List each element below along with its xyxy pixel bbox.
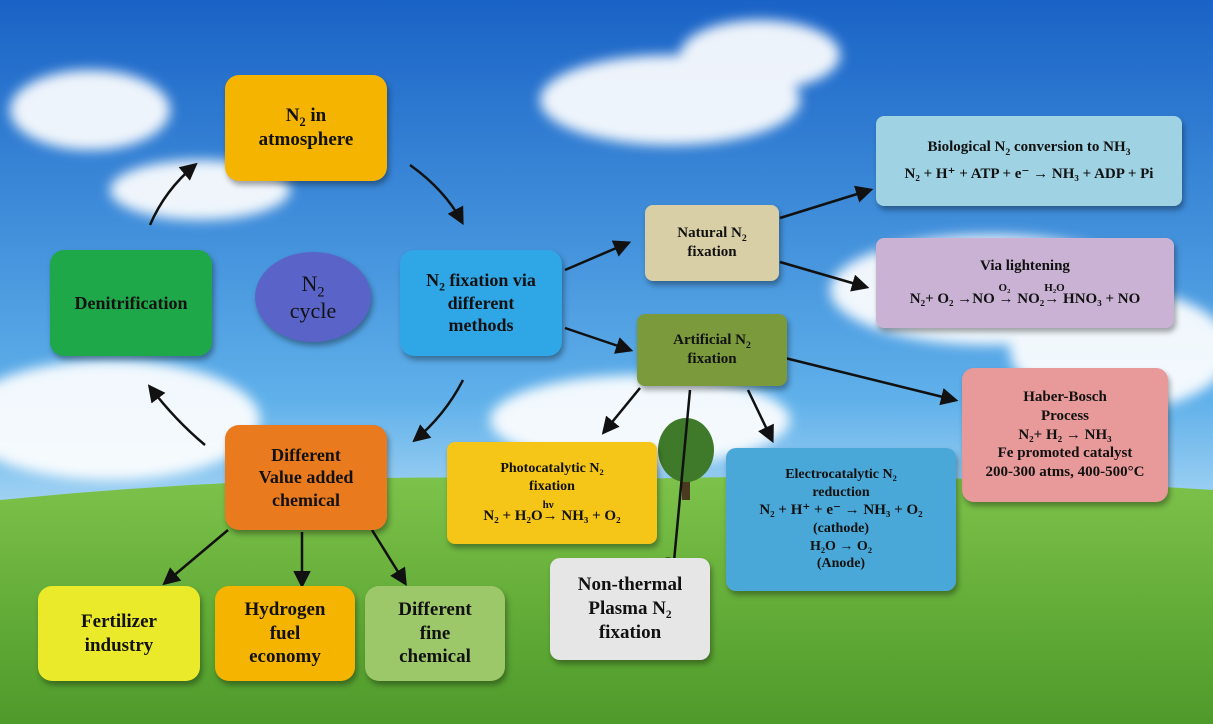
fix-sub: 2	[439, 280, 445, 294]
electro-l4: (cathode)	[813, 521, 869, 537]
natural-sub: 2	[741, 233, 747, 245]
bio-title-sub2: 3	[1125, 147, 1131, 159]
haber-l1: Haber-Bosch	[1023, 389, 1107, 406]
atm-sub: 2	[299, 115, 306, 130]
photo-l2: fixation	[529, 478, 575, 494]
electro-l5: H₂O → O₂	[809, 538, 873, 554]
artificial-sub: 2	[746, 340, 751, 352]
fine-l1: Different	[398, 598, 472, 620]
arrow-artificial-to-plasma	[665, 389, 692, 576]
cycle-sub: 2	[317, 283, 325, 300]
arrow-valueadded-to-denitrification	[147, 384, 206, 446]
light-eq-a: N₂+ O₂ →NO	[909, 291, 999, 307]
fine-chemical-box: Different fine chemical	[365, 586, 505, 681]
atm-in: in	[305, 105, 327, 127]
atm-n: N	[285, 105, 300, 127]
plasma-box: Non-thermal Plasma N₂ fixation	[550, 558, 710, 660]
artificial-fixation-box: Artificial N2 fixation	[637, 314, 787, 386]
photo-eq-b: → NH₃ + O₂	[542, 508, 621, 525]
fixation-methods-box: N2 fixation via different methods	[400, 250, 562, 356]
haber-l3: N₂+ H₂ → NH₃	[1018, 426, 1112, 443]
hydrogen-box: Hydrogen fuel economy	[215, 586, 355, 681]
bio-equation: N₂ + H⁺ + ATP + e⁻ → NH₃ + ADP + Pi	[904, 166, 1154, 182]
natural-fixation-word: fixation	[687, 244, 737, 260]
haber-l4: Fe promoted catalyst	[997, 445, 1133, 462]
n2-atmosphere-box: N2 in atmosphere	[225, 75, 387, 181]
arrow-valueadded-to-fine	[370, 529, 407, 586]
light-eq-c: → HNO₃ + NO	[1044, 291, 1141, 307]
fix-via: fixation via	[444, 270, 536, 291]
plasma-l3: fixation	[598, 621, 662, 643]
arrow-artificial-to-photo	[601, 387, 641, 435]
fertilizer-box: Fertilizer industry	[38, 586, 200, 681]
electro-l6: (Anode)	[816, 556, 866, 572]
electro-l2: reduction	[812, 484, 870, 500]
light-over-h2o: H₂O	[1044, 282, 1065, 294]
light-over-o2: O₂	[998, 282, 1011, 294]
arrow-fixation-to-valueadded	[412, 379, 465, 443]
n2-cycle-label: N2 cycle	[255, 252, 371, 342]
natural-fixation-box: Natural N2 fixation	[645, 205, 779, 281]
fine-l3: chemical	[399, 646, 471, 668]
bio-title-a: Biological N	[927, 139, 1006, 156]
arrow-natural-to-biological	[779, 185, 874, 220]
natural-n: Natural N	[677, 225, 742, 242]
artificial-n: Artificial N	[673, 332, 746, 349]
haber-l5: 200-300 atms, 400-500°C	[985, 464, 1145, 481]
fine-l2: fine	[419, 622, 451, 644]
photo-over-hv: hν	[542, 499, 554, 512]
arrow-artificial-to-haber	[784, 356, 959, 406]
atm-word: atmosphere	[258, 129, 354, 150]
hydrogen-l1: Hydrogen	[244, 598, 326, 620]
haber-bosch-box: Haber-Bosch Process N₂+ H₂ → NH₃ Fe prom…	[962, 368, 1168, 502]
denitrification-box: Denitrification	[50, 250, 212, 356]
cycle-n: N	[301, 270, 318, 296]
bio-title-b: conversion to NH	[1010, 139, 1126, 156]
fertilizer-l1: Fertilizer	[81, 610, 157, 632]
fix-different: different	[447, 292, 515, 313]
electrocatalytic-box: Electrocatalytic N₂ reduction N₂ + H⁺ + …	[726, 448, 956, 591]
bio-title-sub: 2	[1005, 147, 1011, 159]
arrow-fixation-to-natural	[564, 240, 632, 272]
lightening-title: Via lightening	[980, 258, 1070, 275]
cycle-word: cycle	[289, 298, 337, 323]
haber-l2: Process	[1040, 407, 1090, 424]
fix-n: N	[426, 270, 440, 291]
hydrogen-l3: economy	[249, 646, 321, 668]
value-l2: Value added	[258, 467, 354, 488]
value-added-box: Different Value added chemical	[225, 425, 387, 530]
artificial-fixation-word: fixation	[687, 351, 737, 367]
photo-l1: Photocatalytic N₂	[500, 461, 604, 477]
arrow-artificial-to-electro	[746, 389, 774, 444]
biological-box: Biological N2 conversion to NH3 N₂ + H⁺ …	[876, 116, 1182, 206]
plasma-l2: Plasma N₂	[588, 598, 672, 620]
electro-l1: Electrocatalytic N₂	[785, 467, 897, 483]
arrow-fixation-to-artificial	[564, 326, 634, 354]
hydrogen-l2: fuel	[269, 622, 301, 644]
arrow-valueadded-to-fertilizer	[162, 529, 229, 586]
light-eq-b: → NO₂	[998, 291, 1045, 307]
arrow-atmosphere-to-fixation	[409, 163, 464, 226]
electro-l3: N₂ + H⁺ + e⁻ → NH₃ + O₂	[759, 502, 923, 519]
denitrification-label: Denitrification	[74, 292, 188, 313]
value-l3: chemical	[272, 489, 340, 510]
fertilizer-l2: industry	[84, 634, 154, 656]
fix-methods: methods	[448, 315, 514, 336]
photo-eq-a: N₂ + H₂O	[483, 508, 543, 525]
arrow-natural-to-lightening	[779, 260, 870, 292]
plasma-l1: Non-thermal	[577, 574, 683, 596]
arrow-denitrification-to-atmosphere	[148, 162, 198, 226]
value-l1: Different	[271, 444, 341, 465]
